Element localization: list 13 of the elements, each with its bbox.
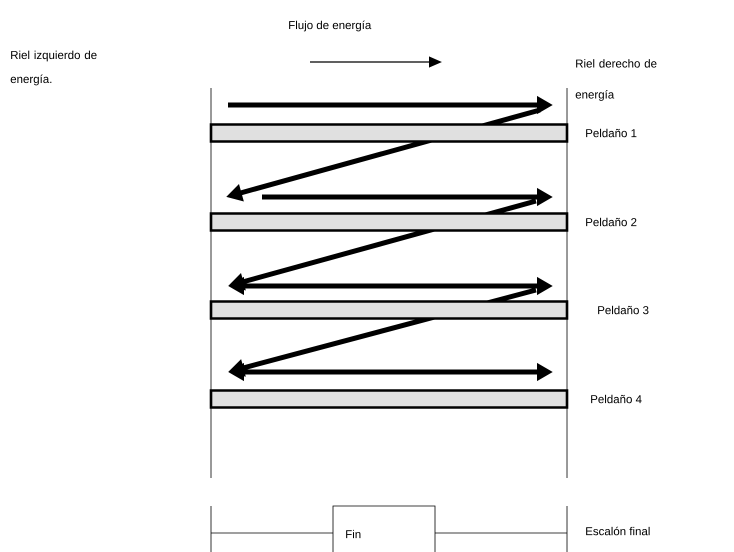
rung-label: Peldaño 2 xyxy=(586,218,636,226)
rung-label: Peldaño 1 xyxy=(586,128,636,138)
flow-label: Flujo de energía xyxy=(289,20,372,32)
rung-bar xyxy=(210,123,568,143)
rail-label: Riel derecho de energía xyxy=(576,59,656,101)
rung-label: Peldaño 3 xyxy=(598,306,648,314)
end-box: Fin xyxy=(332,506,436,552)
rung-bar xyxy=(210,389,568,409)
rung-label: Peldaño 4 xyxy=(591,394,642,404)
rung-bar xyxy=(210,212,568,232)
rail-label: Riel izquierdo de energía. xyxy=(10,50,97,86)
rail-label: Escalón final xyxy=(586,526,650,536)
rung-bar xyxy=(210,300,568,320)
